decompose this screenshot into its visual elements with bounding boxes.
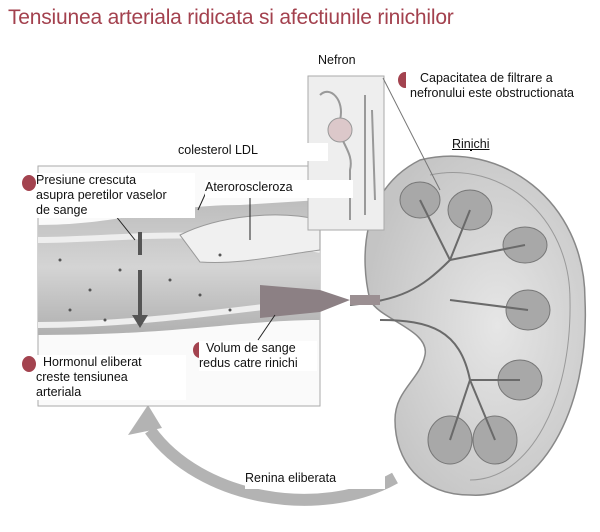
- bullet-marker: [22, 175, 36, 191]
- label-line: Hormonul eliberat: [43, 355, 142, 369]
- page-title: Tensiunea arteriala ridicata si afectiun…: [8, 6, 454, 29]
- label-nefron: Nefron: [318, 53, 356, 67]
- label-line: Presiune crescuta: [36, 173, 137, 187]
- label-ateroscleroza: Ateroroscleroza: [205, 180, 353, 198]
- label-line: arteriala: [36, 385, 82, 399]
- label-line: Volum de sange: [206, 341, 296, 355]
- label-rinichi: Rinichi: [452, 137, 490, 151]
- label-hormonul: Hormonul eliberat creste tensiunea arter…: [36, 355, 186, 400]
- label-line: creste tensiunea: [36, 370, 128, 384]
- kidney: [349, 155, 587, 496]
- label-line: de sange: [36, 203, 88, 217]
- label-line: nefronului este obstructionata: [410, 86, 574, 100]
- label-colesterol: colesterol LDL: [178, 143, 328, 161]
- label-presiune: Presiune crescuta asupra peretilor vasel…: [36, 173, 195, 218]
- feedback-arrow-head: [128, 405, 162, 435]
- label-volum: Volum de sange redus catre rinichi: [199, 341, 317, 371]
- feedback-arrow: [145, 426, 398, 506]
- label-line: redus catre rinichi: [199, 356, 298, 370]
- flow-arrow: [260, 285, 350, 318]
- label-line: Capacitatea de filtrare a: [420, 71, 553, 85]
- label-renina: Renina eliberata: [245, 471, 385, 489]
- label-line: asupra peretilor vaselor: [36, 188, 167, 202]
- bullet-marker: [22, 356, 36, 372]
- label-capacitatea: Capacitatea de filtrare a nefronului est…: [406, 71, 578, 101]
